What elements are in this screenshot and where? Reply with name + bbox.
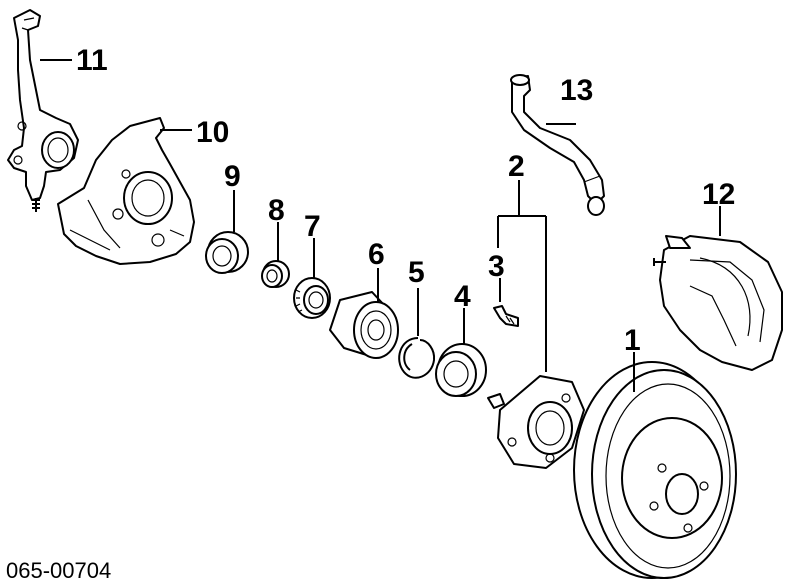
callout-labels: 11 10 9 8 7 6 5 4 3 2 1 12 13 bbox=[76, 44, 735, 357]
callout-10: 10 bbox=[196, 116, 229, 149]
leader-lines bbox=[40, 59, 721, 392]
callout-2: 2 bbox=[508, 150, 525, 183]
callout-8: 8 bbox=[268, 194, 285, 227]
callout-13: 13 bbox=[560, 74, 593, 107]
callout-6: 6 bbox=[368, 238, 385, 271]
callout-12: 12 bbox=[702, 178, 735, 211]
callout-7: 7 bbox=[304, 210, 321, 243]
oil-seal bbox=[205, 231, 249, 274]
sensor-rotor bbox=[293, 277, 331, 319]
callout-9: 9 bbox=[224, 160, 241, 193]
callout-3: 3 bbox=[488, 250, 505, 283]
diagram-code: 065-00704 bbox=[6, 558, 111, 583]
bearing-race bbox=[435, 343, 487, 397]
callout-11: 11 bbox=[76, 44, 108, 77]
dust-shield bbox=[57, 117, 195, 265]
steering-knuckle bbox=[7, 9, 79, 212]
callout-1: 1 bbox=[624, 324, 641, 357]
inner-bearing bbox=[261, 260, 290, 288]
callout-4: 4 bbox=[454, 280, 471, 313]
hub-bolt bbox=[493, 305, 519, 327]
axle-hub bbox=[487, 375, 585, 469]
brake-hose bbox=[510, 74, 605, 216]
callout-5: 5 bbox=[408, 256, 425, 289]
leader-2 bbox=[497, 180, 547, 372]
hub-bearing bbox=[329, 291, 399, 359]
brake-disc bbox=[573, 361, 737, 579]
snap-ring bbox=[398, 337, 436, 379]
brake-caliper bbox=[653, 235, 783, 371]
